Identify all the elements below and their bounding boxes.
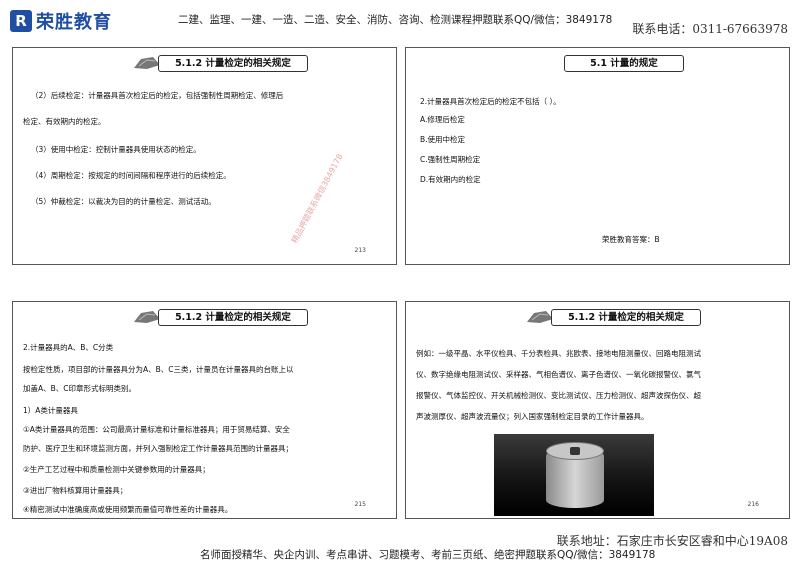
logo: R 荣胜教育 <box>10 8 112 34</box>
book-icon <box>527 311 553 323</box>
book-icon <box>134 311 160 323</box>
slide-title-bar: 5.1.2 计量检定的相关规定 <box>406 309 789 327</box>
page-number: 215 <box>354 501 366 508</box>
page-number: 216 <box>747 501 759 508</box>
option-d: D.有效期内的检定 <box>420 175 481 184</box>
option-c: C.强制性周期检定 <box>420 155 481 164</box>
book-icon <box>134 57 160 69</box>
option-b: B.使用中检定 <box>420 135 466 144</box>
instrument-photo <box>494 434 654 516</box>
slide-panel-213: 5.1.2 计量检定的相关规定 （2）后续检定：计量器具首次检定后的检定，包括强… <box>12 47 397 265</box>
text-line: 检定、有效期内的检定。 <box>23 117 106 126</box>
text-line: 1）A类计量器具 <box>23 406 78 415</box>
text-line: ②生产工艺过程中和质量检测中关键参数用的计量器具； <box>23 465 210 474</box>
question-text: 2.计量器具首次检定后的检定不包括（ ）。 <box>420 97 561 106</box>
watermark: 精品押题联系微信3849178 <box>289 152 345 245</box>
logo-mark: R <box>10 10 32 32</box>
slide-panel-215: 5.1.2 计量检定的相关规定 2.计量器具的A、B、C分类 按检定性质，项目部… <box>12 301 397 519</box>
top-contact-note: 二建、监理、一建、一造、二造、安全、消防、咨询、检测课程押题联系QQ/微信：38… <box>178 14 613 26</box>
text-line: ①A类计量器具的范围：公司最高计量标准和计量标准器具；用于贸易结算、安全 <box>23 425 290 434</box>
slide-title-bar: 5.1 计量的规定 <box>406 55 789 73</box>
text-line: （4）周期检定：按规定的时间间隔和程序进行的后续检定。 <box>31 171 231 180</box>
bottom-contact-note: 名师面授精华、央企内训、考点串讲、习题模考、考前三页纸、绝密押题联系QQ/微信：… <box>200 549 656 561</box>
text-line: 防护、医疗卫生和环境监测方面，并列入强制检定工作计量器具范围的计量器具； <box>23 444 293 453</box>
instrument-hole <box>570 447 580 455</box>
top-bar: R 荣胜教育 二建、监理、一建、一造、二造、安全、消防、咨询、检测课程押题联系Q… <box>0 0 800 40</box>
text-line: 按检定性质，项目部的计量器具分为A、B、C三类，计量员在计量器具的台账上以 <box>23 365 294 374</box>
slide-title: 5.1 计量的规定 <box>564 55 684 72</box>
text-line: ④精密测试中准确度高或使用频繁而量值可靠性差的计量器具。 <box>23 505 233 514</box>
logo-text: 荣胜教育 <box>36 12 112 33</box>
slide-title: 5.1.2 计量检定的相关规定 <box>551 309 701 326</box>
answer-text: 荣胜教育答案：B <box>602 235 660 244</box>
text-line: （5）仲裁检定：以裁决为目的的计量检定、测试活动。 <box>31 197 216 206</box>
slide-title: 5.1.2 计量检定的相关规定 <box>158 309 308 326</box>
text-line: ③进出厂物料核算用计量器具； <box>23 486 128 495</box>
text-line: （2）后续检定：计量器具首次检定后的检定，包括强制性周期检定、修理后 <box>31 91 284 100</box>
text-line: 声波测厚仪、超声波流量仪；列入国家强制检定目录的工作计量器具。 <box>416 412 649 421</box>
option-a: A.修理后检定 <box>420 115 465 124</box>
text-line: 仪、数字绝缘电阻测试仪、采样器、气相色谱仪、离子色谱仪、一氧化碳报警仪、氯气 <box>416 370 701 379</box>
slide-panel-question: 5.1 计量的规定 2.计量器具首次检定后的检定不包括（ ）。 A.修理后检定 … <box>405 47 790 265</box>
slide-title-bar: 5.1.2 计量检定的相关规定 <box>13 309 396 327</box>
slide-title: 5.1.2 计量检定的相关规定 <box>158 55 308 72</box>
text-line: 报警仪、气体监控仪、开关机械检测仪、变比测试仪、压力检测仪、超声波探伤仪、超 <box>416 391 701 400</box>
text-line: 2.计量器具的A、B、C分类 <box>23 343 114 352</box>
text-line: 例如：一级平晶、水平仪检具、千分表检具、兆欧表、接地电阻测量仪、回路电阻测试 <box>416 349 701 358</box>
phone-number: 联系电话：0311-67663978 <box>632 22 788 36</box>
contact-address: 联系地址：石家庄市长安区睿和中心19A08 <box>556 534 788 548</box>
text-line: 加盖A、B、C印章形式标明类别。 <box>23 384 137 393</box>
slide-title-bar: 5.1.2 计量检定的相关规定 <box>13 55 396 73</box>
text-line: （3）使用中检定：控制计量器具使用状态的检定。 <box>31 145 201 154</box>
slide-panel-216: 5.1.2 计量检定的相关规定 例如：一级平晶、水平仪检具、千分表检具、兆欧表、… <box>405 301 790 519</box>
page-number: 213 <box>354 247 366 254</box>
